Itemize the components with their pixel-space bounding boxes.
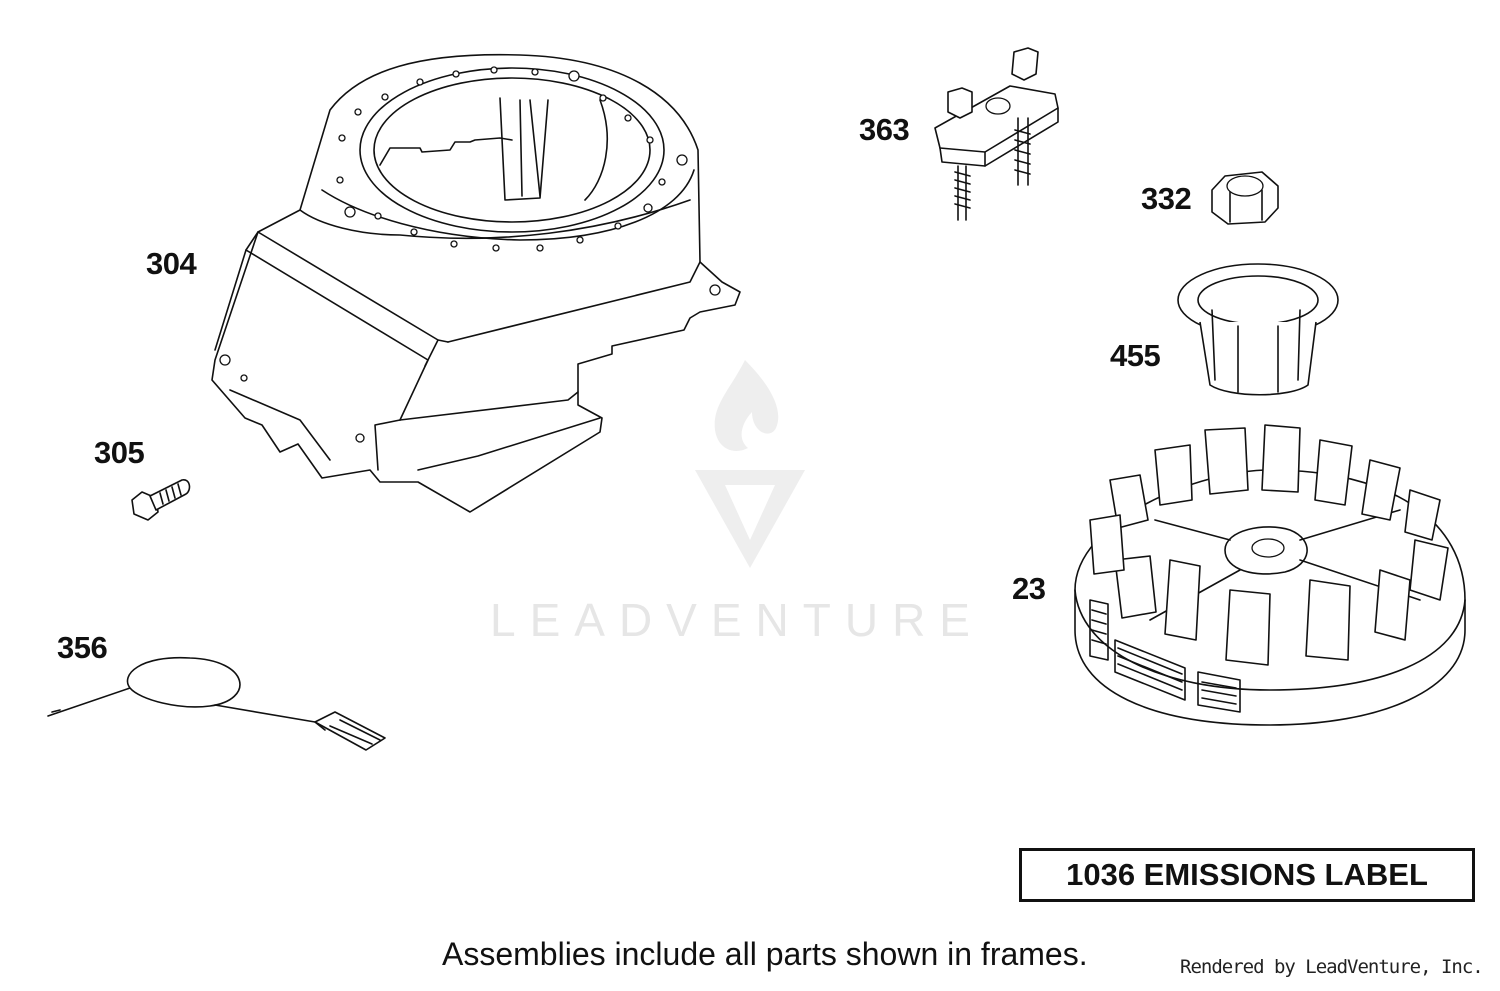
nut-part[interactable]	[1211, 171, 1279, 225]
assemblies-note: Assemblies include all parts shown in fr…	[442, 936, 1088, 972]
bracket-assembly-part[interactable]	[934, 47, 1059, 221]
callout-363[interactable]: 363	[859, 112, 910, 147]
blower-housing-part[interactable]	[211, 53, 741, 513]
render-credit: Rendered by LeadVenture, Inc.	[1180, 956, 1484, 978]
callout-356[interactable]: 356	[57, 630, 108, 665]
watermark-text: LEADVENTURE	[490, 594, 984, 646]
emissions-label-frame[interactable]: 1036 EMISSIONS LABEL	[1019, 848, 1475, 902]
flywheel-part[interactable]	[1074, 424, 1466, 726]
callout-23[interactable]: 23	[1012, 571, 1046, 606]
callout-332[interactable]: 332	[1141, 181, 1192, 216]
ground-wire-part[interactable]	[47, 656, 386, 751]
callout-304[interactable]: 304	[146, 246, 197, 281]
starter-cup-part[interactable]	[1177, 263, 1339, 396]
callout-305[interactable]: 305	[94, 435, 145, 470]
watermark-logo	[695, 360, 805, 568]
screw-part[interactable]	[131, 479, 191, 521]
callout-455[interactable]: 455	[1110, 338, 1161, 373]
